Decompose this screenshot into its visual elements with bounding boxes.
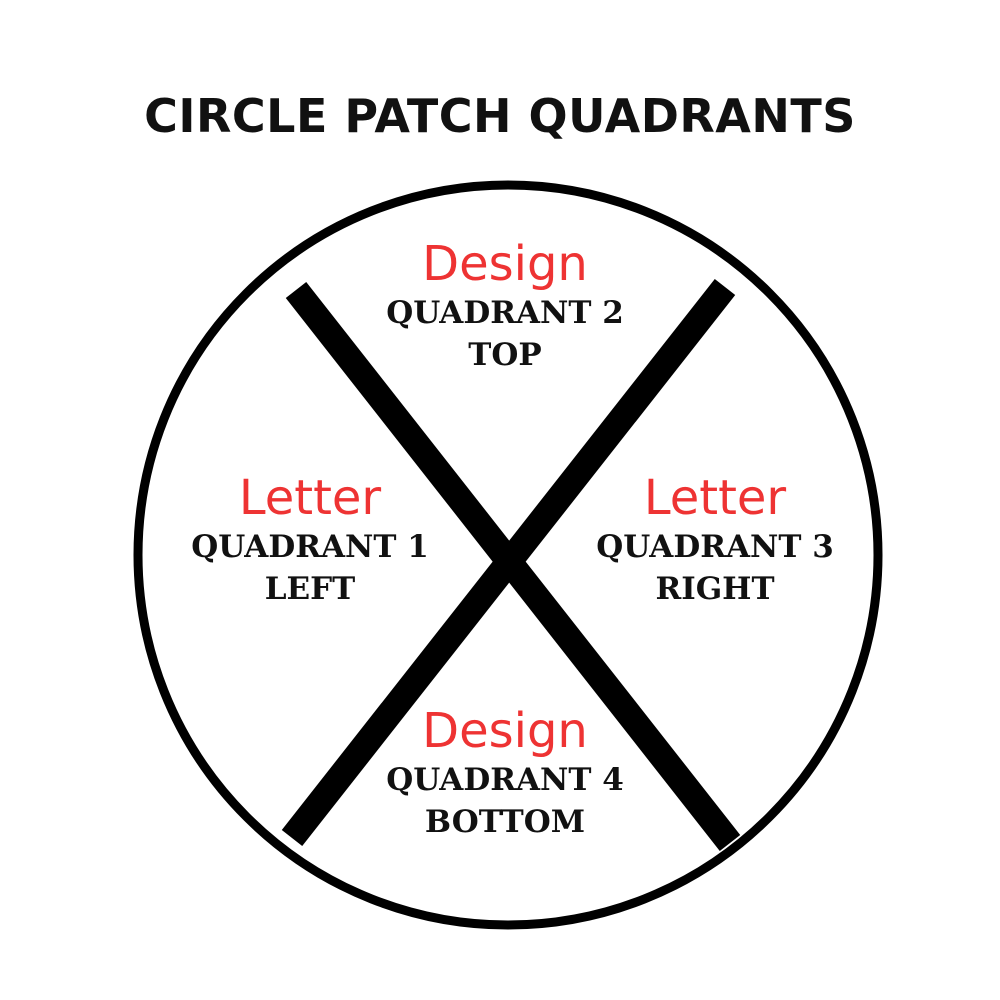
quadrant-1-position: LEFT: [264, 571, 356, 607]
quadrant-4-bottom-label: Design QUADRANT 4 BOTTOM: [345, 703, 665, 843]
quadrant-3-name: QUADRANT 3: [596, 529, 834, 565]
quadrant-1-category: Letter: [238, 470, 382, 526]
quadrant-2-name: QUADRANT 2: [386, 295, 624, 331]
quadrant-2-category: Design: [422, 236, 588, 292]
quadrant-1-name: QUADRANT 1: [191, 529, 429, 565]
quadrant-1-left-label: Letter QUADRANT 1 LEFT: [150, 470, 470, 610]
quadrant-4-category: Design: [422, 703, 588, 759]
quadrant-4-position: BOTTOM: [424, 804, 586, 840]
quadrant-2-top-label: Design QUADRANT 2 TOP: [345, 236, 665, 376]
quadrant-4-name: QUADRANT 4: [386, 762, 624, 798]
patch-circle-outline: [133, 180, 883, 930]
quadrant-2-position: TOP: [468, 337, 542, 373]
divider-line-ascending: [281, 278, 736, 847]
diagram-title: CIRCLE PATCH QUADRANTS: [144, 89, 856, 143]
quadrant-3-right-label: Letter QUADRANT 3 RIGHT: [555, 470, 875, 610]
quadrant-3-position: RIGHT: [655, 571, 775, 607]
quadrant-3-category: Letter: [643, 470, 787, 526]
